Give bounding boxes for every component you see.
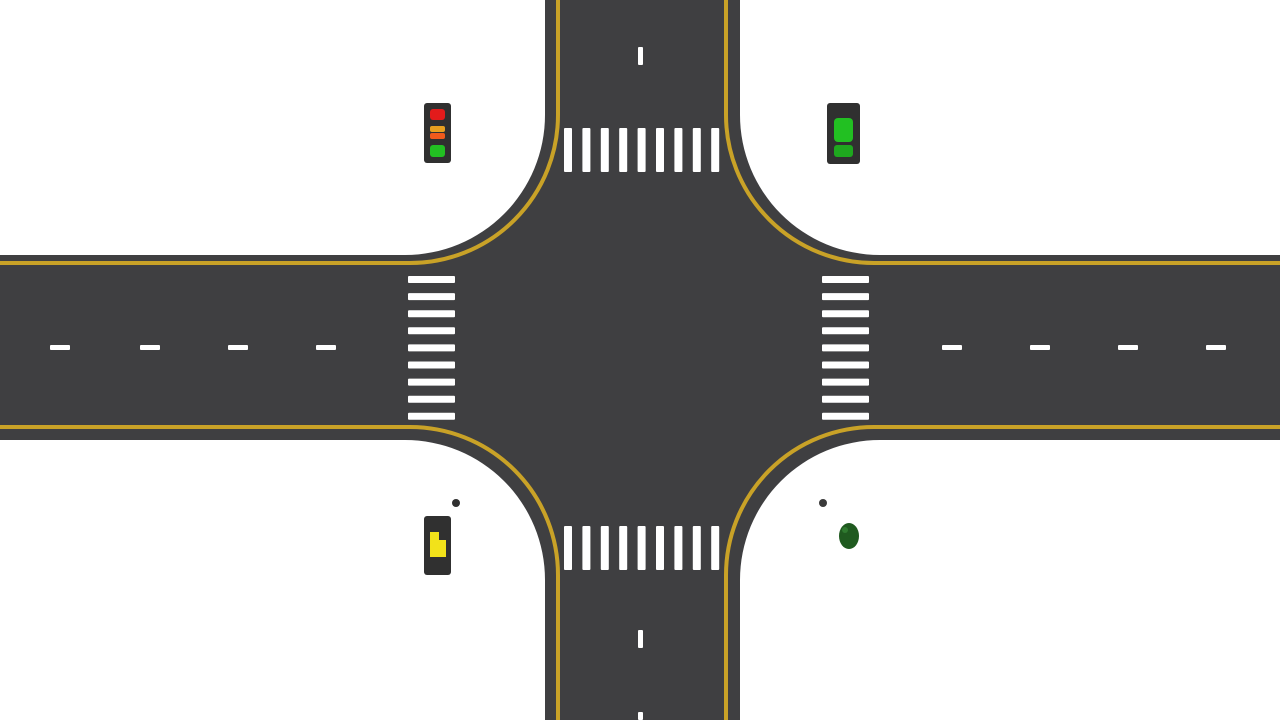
crosswalk-stripe <box>600 128 609 172</box>
traffic-light-north-west[interactable] <box>424 103 451 163</box>
crosswalk-stripe <box>564 526 572 570</box>
lane-dash-north <box>638 47 643 65</box>
crosswalk-stripe <box>711 128 720 172</box>
crosswalk-stripe <box>822 395 869 403</box>
edge-line-nw <box>0 0 560 265</box>
edge-line-se <box>724 425 1280 720</box>
lane-dash-west <box>140 345 160 350</box>
red-light-icon <box>430 109 445 120</box>
green-light-icon <box>834 118 853 142</box>
traffic-light-north-east[interactable] <box>827 103 860 164</box>
traffic-light-south-east[interactable] <box>819 499 859 549</box>
edge-line-sw <box>0 425 560 720</box>
crosswalk-stripe <box>822 378 869 386</box>
crosswalk-stripe <box>656 526 664 570</box>
crosswalk-stripe <box>408 310 455 318</box>
crosswalk-stripe <box>674 526 683 570</box>
amber-light-icon <box>430 133 445 139</box>
traffic-light-south-west[interactable] <box>424 499 460 575</box>
crosswalk-stripe <box>822 276 869 283</box>
amber-light-icon <box>430 126 445 132</box>
crosswalk-stripe <box>408 395 455 403</box>
crosswalk-east <box>822 276 869 420</box>
corner-fillet-ne <box>740 115 880 255</box>
crosswalk-stripe <box>822 344 869 352</box>
corner-fillet-se <box>740 440 880 580</box>
crosswalk-stripe <box>711 526 720 570</box>
crosswalk-stripe <box>656 128 664 172</box>
crosswalk-stripe <box>822 310 869 318</box>
crosswalk-stripe <box>692 526 701 570</box>
crosswalk-west <box>408 276 455 420</box>
yellow-light-icon <box>430 532 446 557</box>
crosswalk-south <box>564 526 720 570</box>
green-light-icon <box>834 145 853 157</box>
lane-dash-east <box>1118 345 1138 350</box>
crosswalk-stripe <box>692 128 701 172</box>
horizontal-road <box>0 255 1280 440</box>
crosswalk-stripe <box>822 412 869 420</box>
crosswalk-stripe <box>582 526 591 570</box>
lane-dash-east <box>942 345 962 350</box>
lane-dash-east <box>1206 345 1226 350</box>
corner-fillet-sw <box>405 440 545 580</box>
green-light-icon <box>839 523 859 549</box>
crosswalk-stripe <box>637 128 646 172</box>
crosswalk-stripe <box>408 412 455 420</box>
crosswalk-north <box>564 128 720 172</box>
crosswalk-stripe <box>822 327 869 335</box>
crosswalk-stripe <box>564 128 572 172</box>
corner-fillet-nw <box>405 115 545 255</box>
lane-dash-south <box>638 630 643 648</box>
lane-dash-west <box>228 345 248 350</box>
crosswalk-stripe <box>637 526 646 570</box>
crosswalk-stripe <box>619 526 628 570</box>
crosswalk-stripe <box>674 128 683 172</box>
green-light-highlight <box>842 527 848 533</box>
edge-line-ne <box>724 0 1280 265</box>
green-light-icon <box>430 145 445 157</box>
lane-dash-south-edge <box>638 712 643 720</box>
crosswalk-stripe <box>408 344 455 352</box>
pole-dot <box>819 499 827 507</box>
lane-dash-west <box>316 345 336 350</box>
crosswalk-stripe <box>822 361 869 369</box>
lane-dash-west <box>50 345 70 350</box>
pole-dot <box>452 499 460 507</box>
crosswalk-stripe <box>619 128 628 172</box>
lane-markings <box>50 47 1226 720</box>
lane-dash-east <box>1030 345 1050 350</box>
crosswalk-stripe <box>600 526 609 570</box>
crosswalk-stripe <box>582 128 591 172</box>
crosswalk-stripe <box>408 327 455 335</box>
crosswalk-stripe <box>408 276 455 283</box>
crosswalk-stripe <box>408 293 455 301</box>
crosswalk-stripe <box>408 378 455 386</box>
crosswalk-stripe <box>822 293 869 301</box>
crosswalk-stripe <box>408 361 455 369</box>
